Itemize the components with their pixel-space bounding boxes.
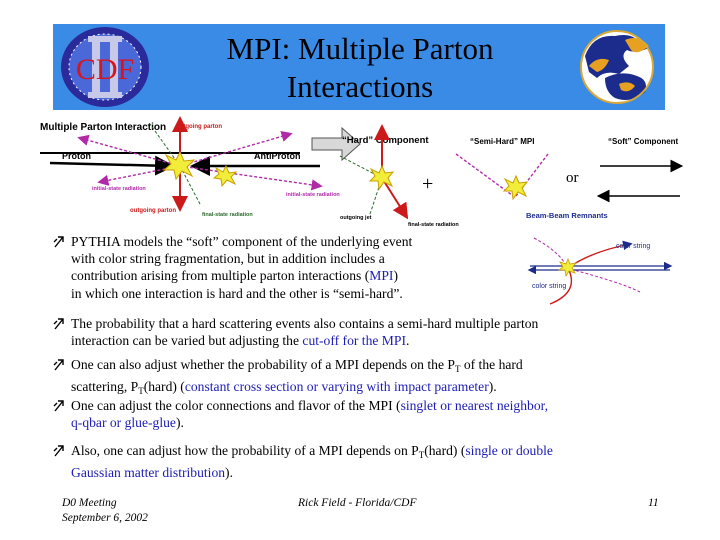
bullet-arrow-icon <box>53 318 64 330</box>
mpi-diagram: Multiple Parton Interaction outgoing par… <box>40 116 684 228</box>
bullet-1-line-3: contribution arising from multiple parto… <box>71 268 398 284</box>
bullet-4-line-2: q-qbar or glue-glue). <box>71 415 184 431</box>
bullet-pythia-soft-component: PYTHIA models the “soft” component of th… <box>52 233 512 305</box>
footer-meeting: D0 Meeting September 6, 2002 <box>62 496 148 526</box>
label-semi-hard-mpi: “Semi-Hard” MPI <box>470 137 534 146</box>
qqbar-highlight: q-qbar or glue-glue <box>71 415 176 431</box>
bullet-arrow-icon <box>53 445 64 457</box>
singlet-highlight: singlet or nearest neighbor, <box>400 398 548 413</box>
bullet-gaussian-distribution: Also, one can adjust how the probability… <box>52 442 692 481</box>
bullet-arrow-icon <box>53 236 64 248</box>
title-line-1: MPI: Multiple Parton <box>226 31 494 66</box>
bullet-2-line-2: interaction can be varied but adjusting … <box>71 333 410 349</box>
label-proton: Proton <box>62 151 91 161</box>
bullet-arrow-icon <box>53 359 64 371</box>
label-final-state-radiation-left: final-state radiation <box>202 212 253 218</box>
bullet-pt-dependence: One can also adjust whether the probabil… <box>52 356 692 396</box>
color-string-burst <box>557 257 577 278</box>
footer-meeting-date: September 6, 2002 <box>62 512 148 524</box>
label-multiple-parton-interaction: Multiple Parton Interaction <box>40 122 166 133</box>
label-soft-component: “Soft” Component <box>608 137 679 146</box>
footer-meeting-name: D0 Meeting <box>62 497 117 509</box>
bullet-3-line-1: One can also adjust whether the probabil… <box>71 357 523 374</box>
bullet-2-line-1: The probability that a hard scattering e… <box>71 316 539 331</box>
interaction-burst-middle <box>212 164 238 188</box>
label-outgoing-parton-bottom: outgoing parton <box>130 208 176 214</box>
gaussian-highlight-2: Gaussian matter distribution <box>71 465 226 481</box>
cdf-logo: CDF <box>61 27 149 107</box>
label-final-state-radiation-right: final-state radiation <box>408 222 459 228</box>
bullet-5-line-1: Also, one can adjust how the probability… <box>71 443 553 460</box>
bullet-1-line-4: in which one interaction is hard and the… <box>71 285 403 301</box>
mpi-highlight: MPI <box>369 268 394 284</box>
footer-author: Rick Field - Florida/CDF <box>298 497 417 509</box>
label-outgoing-parton-top: outgoing parton <box>176 124 222 130</box>
bullet-cutoff-probability: The probability that a hard scattering e… <box>52 315 692 351</box>
label-color-string-bottom: color string <box>532 283 566 290</box>
label-outgoing-jet: outgoing jet <box>340 215 372 221</box>
cutoff-highlight: cut-off for the MPI <box>302 333 406 349</box>
or-text: or <box>566 170 579 186</box>
label-initial-state-radiation-left: initial-state radiation <box>92 186 146 192</box>
color-string-diagram: color string color string <box>527 237 673 305</box>
label-color-string-top: color string <box>616 243 650 250</box>
bullet-3-line-2: scattering, PT(hard) (constant cross sec… <box>71 379 497 397</box>
label-initial-state-radiation-right: initial-state radiation <box>286 192 340 198</box>
title-line-2: Interactions <box>286 69 434 104</box>
plus-sign: + <box>422 173 433 195</box>
cdf-emblem <box>88 36 122 98</box>
cdf-logo-text: CDF <box>76 53 134 86</box>
transition-arrow <box>311 126 361 162</box>
semi-hard-burst <box>502 174 529 201</box>
bullet-arrow-icon <box>53 400 64 412</box>
footer-page-number: 11 <box>648 497 659 509</box>
bullet-4-line-1: One can adjust the color connections and… <box>71 398 548 413</box>
cross-section-highlight: constant cross section or varying with i… <box>184 379 489 395</box>
title-banner <box>53 24 665 110</box>
bullet-color-connections: One can adjust the color connections and… <box>52 397 692 433</box>
hard-scatter-burst <box>368 164 395 191</box>
bullet-1-line-2: with color string fragmentation, but in … <box>71 251 385 267</box>
proton-beam-bar <box>40 152 300 154</box>
label-hard-component: “Hard” Component <box>342 135 429 146</box>
label-beam-beam-remnants: Beam-Beam Remnants <box>526 211 608 220</box>
label-antiproton: AntiProton <box>254 151 301 161</box>
interaction-burst-left <box>162 150 196 181</box>
slide-title: MPI: Multiple Parton Interactions <box>160 30 560 106</box>
globe-logo <box>580 30 654 104</box>
gaussian-highlight-1: single or double <box>465 443 553 458</box>
bullet-5-line-2: Gaussian matter distribution). <box>71 465 233 481</box>
bullet-1-line-1: PYTHIA models the “soft” component of th… <box>71 234 413 249</box>
